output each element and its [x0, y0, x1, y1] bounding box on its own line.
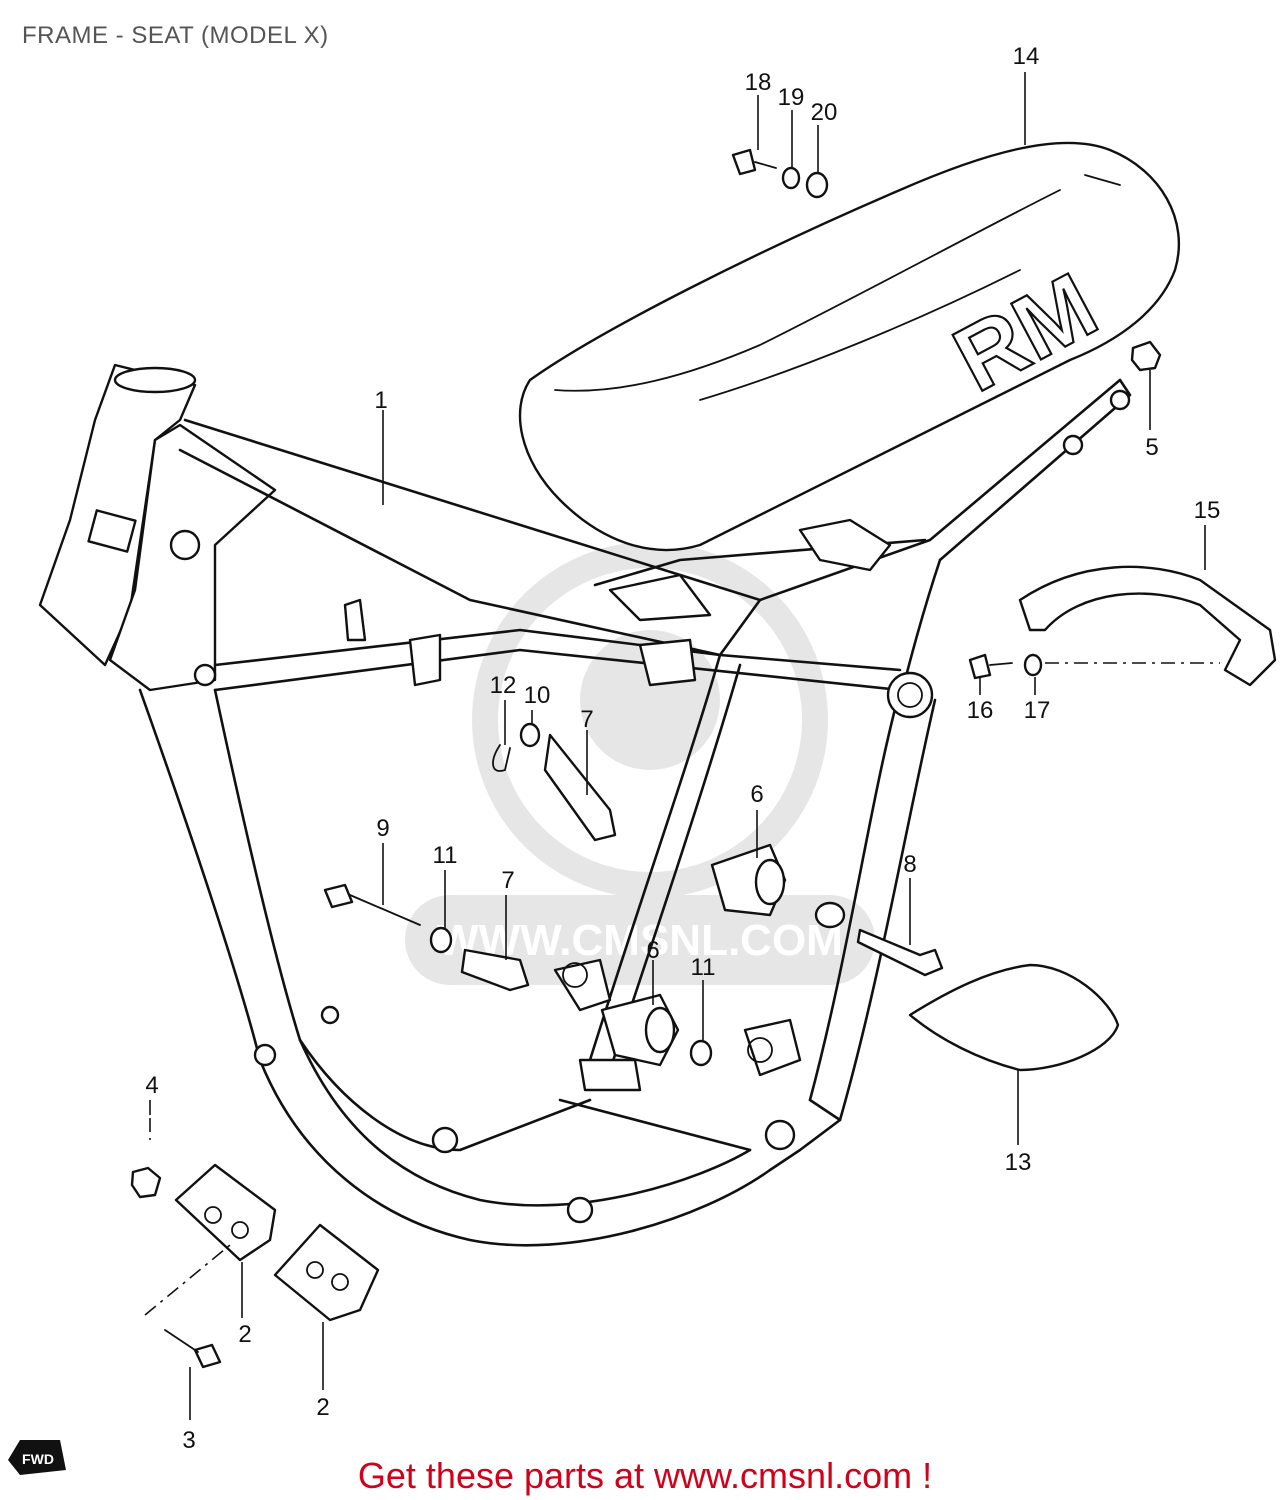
callout-16: 16 [967, 697, 994, 724]
callout-18: 18 [745, 69, 772, 96]
callout-7a: 7 [580, 706, 593, 733]
plate-2a [174, 1163, 277, 1262]
clip-12 [492, 744, 511, 772]
forward-direction-indicator: FWD [8, 1440, 66, 1475]
callout-15: 15 [1194, 497, 1221, 524]
callout-12: 12 [490, 672, 517, 699]
callout-13: 13 [1005, 1149, 1032, 1176]
callout-9: 9 [376, 815, 389, 842]
washer-11a [429, 926, 453, 954]
bolt-8 [856, 928, 944, 977]
collar-7b [460, 948, 530, 992]
callout-5: 5 [1145, 434, 1158, 461]
bolt-3 [193, 1343, 222, 1369]
callout-19: 19 [778, 84, 805, 111]
callout-8: 8 [903, 851, 916, 878]
bolt-16 [968, 653, 992, 680]
rear-bracket-15 [1018, 565, 1277, 687]
collar-7a [543, 733, 617, 842]
bolt-18 [731, 148, 757, 176]
callout-10: 10 [524, 682, 551, 709]
washer-11b [689, 1039, 713, 1067]
parts-link[interactable]: Get these parts at www.cmsnl.com ! [0, 1455, 1284, 1497]
callout-1: 1 [374, 387, 387, 414]
nut-4 [130, 1166, 162, 1199]
callout-14: 14 [1013, 43, 1040, 70]
bolt-9 [323, 883, 354, 909]
callout-6b: 6 [646, 937, 659, 964]
grommet-5 [1130, 340, 1162, 372]
callout-17: 17 [1024, 697, 1051, 724]
callout-6a: 6 [750, 781, 763, 808]
seat: RM [518, 141, 1181, 552]
parts-link-text[interactable]: Get these parts at www.cmsnl.com ! [357, 1455, 933, 1496]
washer-10 [519, 722, 541, 748]
cover-13 [908, 963, 1120, 1072]
fwd-label: FWD [22, 1451, 54, 1467]
callout-7b: 7 [501, 867, 514, 894]
callout-20: 20 [811, 99, 838, 126]
callout-numbers: 14 18 19 20 1 5 15 16 17 12 10 7 6 9 11 … [145, 43, 1220, 1454]
callout-11a: 11 [433, 842, 458, 869]
callout-3: 3 [182, 1427, 195, 1454]
washer-17 [1023, 653, 1043, 677]
washer-19 [781, 166, 801, 190]
plate-2b [273, 1223, 380, 1322]
callout-2a: 2 [238, 1321, 251, 1348]
leader-lines [149, 72, 1206, 1420]
frame [38, 363, 1132, 1247]
callout-4: 4 [145, 1072, 158, 1099]
diagram-title: FRAME - SEAT (MODEL X) [22, 22, 329, 49]
callout-11b: 11 [691, 954, 716, 981]
callout-2b: 2 [316, 1394, 329, 1421]
nut-20 [805, 171, 829, 199]
